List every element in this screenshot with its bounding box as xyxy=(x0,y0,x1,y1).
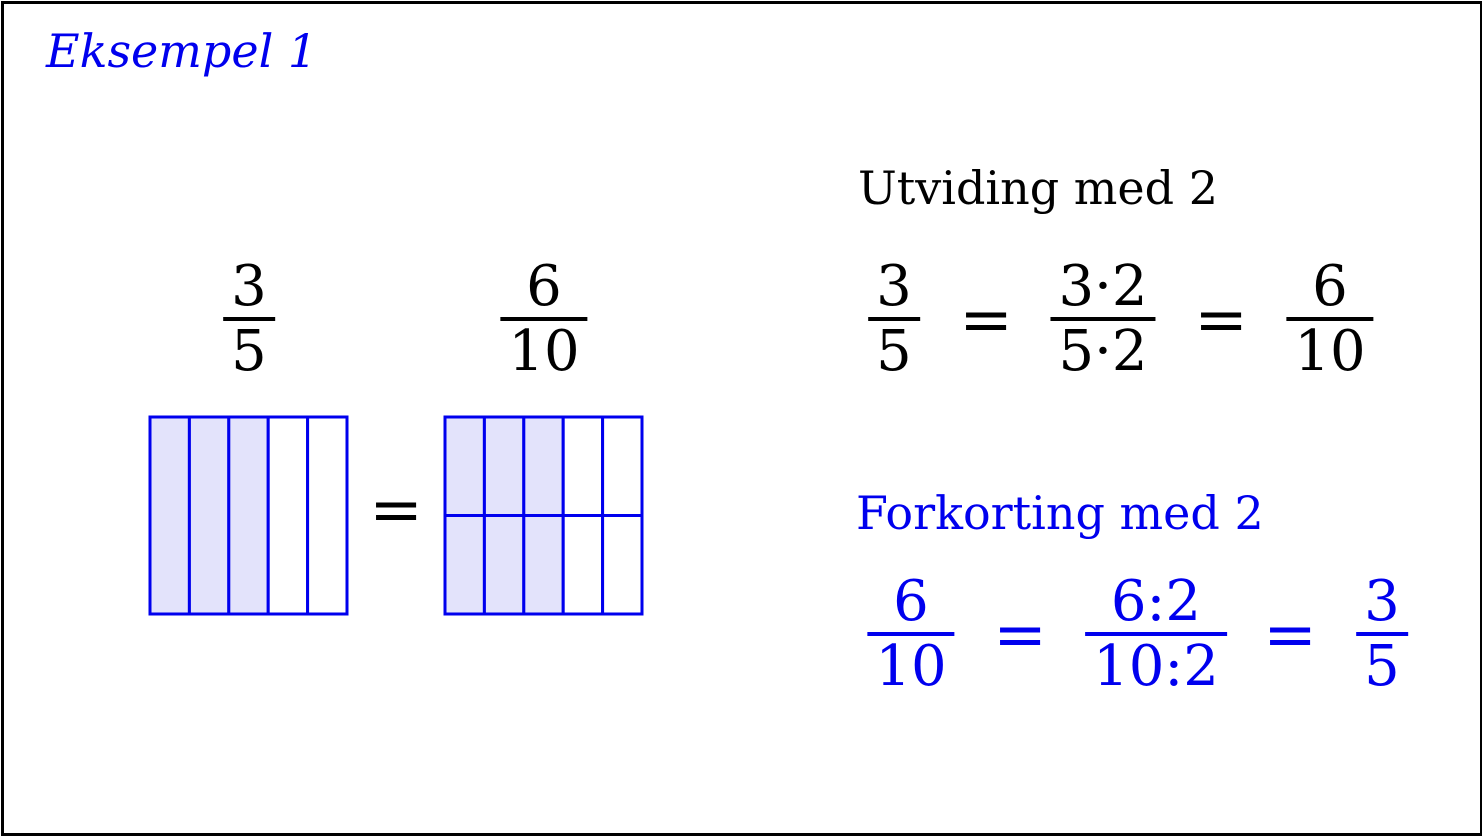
empty-cell xyxy=(266,415,310,616)
reduction-term-1-denominator: 10 xyxy=(875,634,947,700)
visual-right-denominator: 10 xyxy=(508,319,580,385)
shaded-cell xyxy=(148,415,191,616)
expansion-heading: Utviding med 2 xyxy=(858,161,1218,215)
visual-left-denominator: 5 xyxy=(231,319,267,385)
fraction-grid-left xyxy=(148,415,349,616)
shaded-cell xyxy=(187,415,231,616)
shaded-cell xyxy=(443,415,486,517)
shaded-cell xyxy=(522,514,565,616)
shaded-cell xyxy=(443,514,486,616)
shaded-cell xyxy=(227,415,270,616)
visual-right-numerator: 6 xyxy=(526,254,562,319)
visual-fraction-left: 3 5 xyxy=(223,258,275,380)
reduction-term-1: 6 10 xyxy=(867,569,955,700)
example-title: Eksempel 1 xyxy=(46,24,318,78)
reduction-term-1-numerator: 6 xyxy=(893,569,929,634)
visual-fraction-right: 6 10 xyxy=(500,254,588,385)
fraction-bar xyxy=(1085,632,1227,637)
reduction-term-3-denominator: 5 xyxy=(1364,634,1400,700)
expansion-term-2-denominator: 5·2 xyxy=(1058,319,1148,385)
fraction-bar xyxy=(1050,317,1156,322)
fraction-bar xyxy=(1286,317,1374,322)
reduction-term-3-numerator: 3 xyxy=(1364,569,1400,634)
reduction-equals-1: = xyxy=(993,598,1047,672)
empty-cell xyxy=(561,415,605,517)
visual-equals-sign: = xyxy=(369,473,423,547)
expansion-term-3-denominator: 10 xyxy=(1294,319,1366,385)
expansion-term-2-numerator: 3·2 xyxy=(1058,254,1148,319)
empty-cell xyxy=(601,514,644,616)
visual-left-numerator: 3 xyxy=(231,254,267,319)
fraction-bar xyxy=(1356,632,1408,637)
fraction-bar xyxy=(500,317,588,322)
shaded-cell xyxy=(482,514,526,616)
empty-cell xyxy=(561,514,605,616)
reduction-term-2-numerator: 6:2 xyxy=(1110,569,1202,634)
expansion-term-3-numerator: 6 xyxy=(1312,254,1348,319)
fraction-bar xyxy=(223,317,275,322)
fraction-grid-right xyxy=(443,415,644,616)
empty-cell xyxy=(601,415,644,517)
expansion-equals-2: = xyxy=(1194,283,1248,357)
fraction-bar xyxy=(867,632,955,637)
fraction-bar xyxy=(868,317,920,322)
reduction-heading: Forkorting med 2 xyxy=(856,486,1264,540)
shaded-cell xyxy=(482,415,526,517)
reduction-term-2-denominator: 10:2 xyxy=(1093,634,1219,700)
expansion-term-3: 6 10 xyxy=(1286,254,1374,385)
expansion-term-1-numerator: 3 xyxy=(876,254,912,319)
expansion-term-2: 3·2 5·2 xyxy=(1050,254,1156,385)
shaded-cell xyxy=(522,415,565,517)
empty-cell xyxy=(306,415,349,616)
reduction-term-3: 3 5 xyxy=(1356,573,1408,695)
reduction-term-2: 6:2 10:2 xyxy=(1085,573,1227,695)
expansion-equals-1: = xyxy=(959,283,1013,357)
reduction-equals-2: = xyxy=(1263,598,1317,672)
expansion-term-1-denominator: 5 xyxy=(876,319,912,385)
expansion-term-1: 3 5 xyxy=(868,258,920,380)
